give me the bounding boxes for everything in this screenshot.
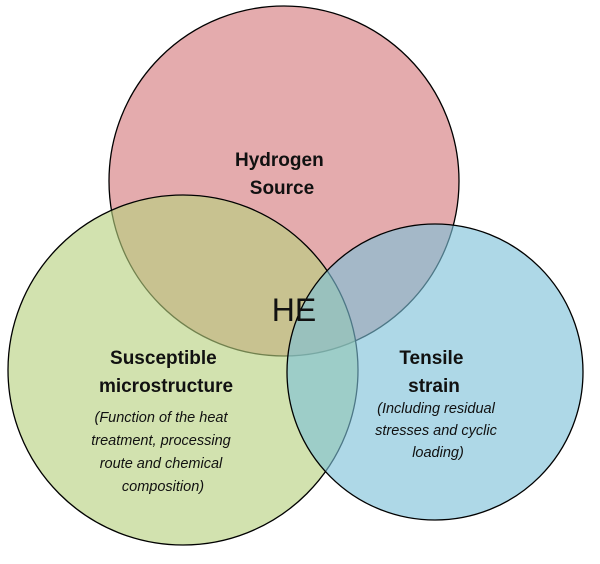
note-tensile-strain: (Including residual stresses and cyclic …: [375, 401, 501, 461]
microstructure-title-line-1: Susceptible: [110, 348, 217, 369]
note-susceptible-microstructure: (Function of the heat treatment, process…: [91, 410, 234, 495]
strain-title-line-2: strain: [408, 376, 460, 397]
strain-note-line-3: loading): [412, 445, 464, 461]
label-susceptible-microstructure: Susceptible microstructure: [99, 348, 233, 397]
strain-title-line-1: Tensile: [399, 348, 463, 369]
microstructure-note-line-2: treatment, processing: [91, 433, 230, 449]
hydrogen-title-line-2: Source: [250, 178, 314, 199]
label-tensile-strain: Tensile strain: [399, 348, 468, 397]
label-intersection-he: HE: [272, 292, 316, 328]
hydrogen-title-line-1: Hydrogen: [235, 150, 324, 171]
strain-note-line-2: stresses and cyclic: [375, 423, 497, 439]
label-hydrogen-source: Hydrogen Source: [235, 150, 329, 199]
microstructure-note-line-1: (Function of the heat: [94, 410, 228, 426]
strain-note-line-1: (Including residual: [377, 401, 495, 417]
microstructure-note-line-3: route and chemical: [100, 456, 223, 472]
circle-tensile-strain: [286, 223, 584, 521]
microstructure-note-line-4: composition): [122, 479, 204, 495]
microstructure-title-line-2: microstructure: [99, 376, 233, 397]
